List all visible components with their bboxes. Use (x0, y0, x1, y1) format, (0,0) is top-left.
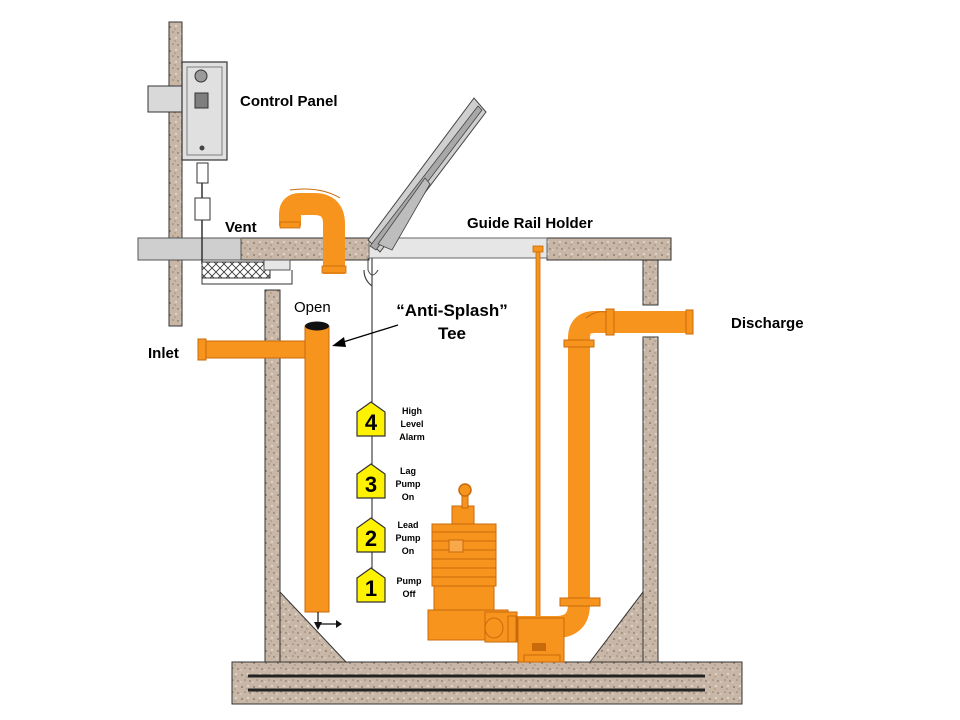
anti-splash-label-line-1: “Anti-Splash” (396, 301, 507, 320)
float-1-number: 1 (365, 576, 377, 601)
inlet-pipe (197, 338, 307, 361)
top-slab-left (240, 237, 370, 261)
float-3-label-3: On (402, 492, 415, 502)
float-switch-2: 2 Lead Pump On (356, 517, 421, 556)
float-1-label-2: Off (403, 589, 417, 599)
panel-indicator-light (194, 69, 208, 83)
vent-label: Vent (225, 219, 257, 236)
grade-slab (137, 237, 242, 261)
guide-rail (532, 245, 544, 620)
float-3-number: 3 (365, 472, 377, 497)
float-2-label-1: Lead (397, 520, 418, 530)
tee-open-top (305, 321, 329, 331)
submersible-pump (427, 483, 518, 643)
left-wet-well-wall (264, 289, 281, 663)
float-4-number: 4 (365, 410, 378, 435)
control-panel (147, 61, 228, 161)
base-slab (231, 661, 743, 705)
float-hook (367, 258, 379, 276)
pump-lifting-eye (458, 483, 472, 497)
panel-lock (199, 145, 205, 151)
float-3-label-1: Lag (400, 466, 416, 476)
panel-switch (194, 92, 209, 109)
float-1-label-1: Pump (396, 576, 422, 586)
discharge-label: Discharge (731, 315, 804, 332)
open-label: Open (294, 299, 331, 316)
conduit-and-junction-box (194, 162, 293, 285)
right-fillet (588, 590, 644, 663)
guide-rail-holder-bar (368, 237, 548, 259)
float-4-label-3: Alarm (399, 432, 425, 442)
float-2-label-2: Pump (395, 533, 421, 543)
left-building-wall (168, 21, 183, 327)
access-hatch-door (367, 97, 487, 253)
float-3-label-2: Pump (395, 479, 421, 489)
discharge-flange (559, 597, 601, 607)
float-2-number: 2 (365, 526, 377, 551)
left-fillet (279, 590, 348, 663)
float-switch-3: 3 Lag Pump On (356, 463, 421, 502)
guide-rail-holder-label: Guide Rail Holder (467, 215, 593, 232)
top-slab-right (546, 237, 672, 261)
inlet-label: Inlet (148, 345, 179, 362)
anti-splash-tee-pipe (304, 321, 342, 630)
control-panel-label: Control Panel (240, 93, 338, 110)
anti-splash-arrow (332, 324, 399, 347)
junction-box-hatched (201, 261, 271, 279)
discharge-end-flange (685, 309, 694, 335)
float-switch-4: 4 High Level Alarm (356, 401, 425, 442)
float-2-label-3: On (402, 546, 415, 556)
float-4-label-1: High (402, 406, 422, 416)
vent-pipe (279, 188, 347, 274)
float-4-label-2: Level (400, 419, 423, 429)
base-elbow (517, 617, 565, 663)
right-wall-upper (642, 258, 659, 306)
float-switch-1: 1 Pump Off (356, 567, 422, 603)
right-wet-well-wall (642, 336, 659, 663)
discharge-pipe (511, 308, 694, 638)
anti-splash-label-line-2: Tee (438, 324, 466, 343)
